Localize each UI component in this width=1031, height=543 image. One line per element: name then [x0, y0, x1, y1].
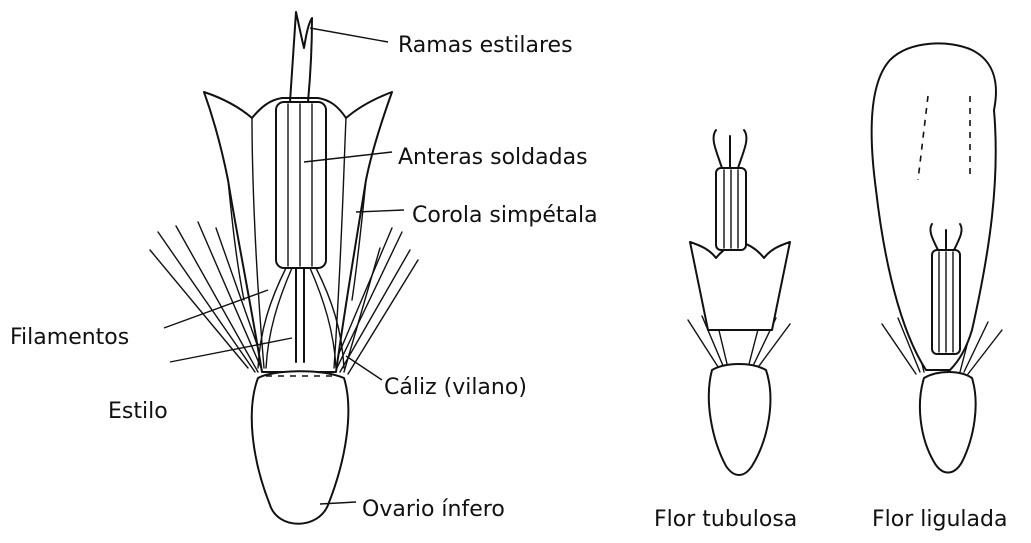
label-corola-simpetala: Corola simpétala	[412, 203, 598, 228]
main-flower	[150, 12, 418, 524]
caption-tubulosa: Flor tubulosa	[654, 507, 797, 532]
label-ovario: Ovario ínfero	[362, 497, 505, 522]
ligulate-flower	[872, 43, 1002, 472]
label-filamentos: Filamentos	[10, 325, 129, 350]
label-estilo: Estilo	[108, 399, 168, 424]
label-caliz: Cáliz (vilano)	[384, 375, 527, 400]
label-ramas-estilares: Ramas estilares	[398, 33, 573, 58]
style-branches	[290, 12, 312, 102]
label-anteras-soldadas: Anteras soldadas	[398, 145, 588, 170]
ovary	[252, 371, 349, 524]
tubular-flower	[688, 130, 790, 475]
anther-tube	[276, 102, 326, 268]
caption-ligulada: Flor ligulada	[872, 507, 1007, 532]
